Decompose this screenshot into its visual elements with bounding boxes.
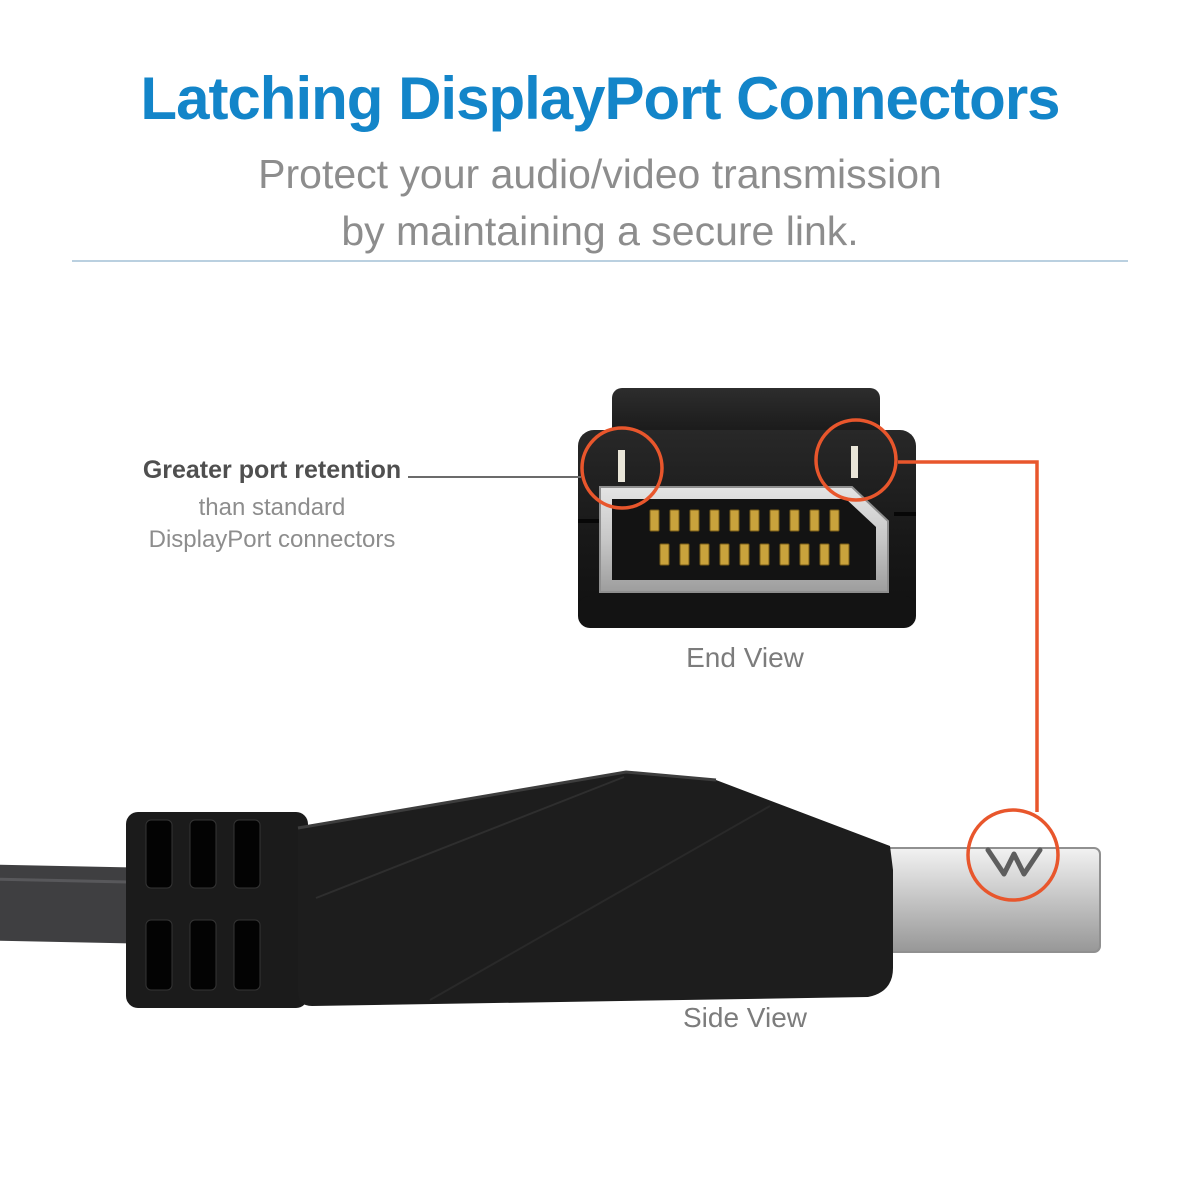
side-view-label: Side View — [682, 1002, 807, 1033]
latch-notch — [985, 847, 1043, 877]
connector-bottom-lip — [578, 596, 916, 628]
callout-line-3: DisplayPort connectors — [148, 526, 396, 554]
subtitle-line-1: Protect your audio/video transmission — [258, 151, 942, 197]
latch-pin-right — [851, 446, 858, 478]
highlight-circle-side — [966, 808, 1060, 902]
callout-line-2: than standard — [198, 494, 346, 521]
body-top-highlight — [297, 770, 717, 830]
callout-heading: Greater port retention — [142, 456, 402, 484]
highlight-circle-end-right — [814, 418, 898, 502]
side-view-illustration — [0, 770, 1101, 1008]
pin-array — [649, 509, 850, 566]
circle-link-line — [898, 460, 1039, 812]
retention-callout: Greater port retention than standard Dis… — [112, 456, 432, 557]
cable-highlight — [0, 877, 131, 884]
end-view-label: End View — [686, 642, 804, 673]
subtitle-line-2: by maintaining a secure link. — [341, 207, 859, 254]
latch-pin-left — [618, 450, 625, 482]
annotation-layer — [408, 418, 1060, 902]
highlight-circle-end-left — [580, 426, 664, 510]
divider-rule — [72, 260, 1128, 262]
subtitle: Protect your audio/video transmission by… — [0, 146, 1200, 259]
connector-body-side — [298, 772, 893, 1006]
page-title: Latching DisplayPort Connectors — [140, 65, 1060, 132]
cable — [0, 864, 159, 944]
body-facet-line-2 — [429, 805, 771, 1001]
body-facet-line-1 — [315, 776, 625, 899]
strain-relief — [126, 812, 308, 1008]
end-view-illustration — [578, 388, 916, 628]
